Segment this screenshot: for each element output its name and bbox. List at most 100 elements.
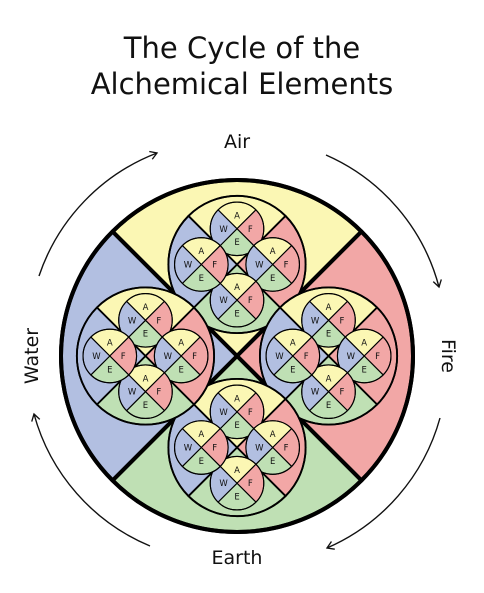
main-earth-fire-outline — [245, 420, 301, 475]
label-air: Air — [224, 131, 250, 153]
title-line-2: Alchemical Elements — [90, 67, 394, 101]
main-fire-fire-air-letter: A — [361, 339, 367, 349]
main-fire-fire-fire-letter: F — [375, 352, 380, 362]
main-water-water-water-letter: W — [92, 352, 101, 362]
main-fire-air-earth-letter: E — [326, 330, 331, 340]
main-fire-outline — [258, 286, 399, 426]
main-air-air-air-letter: A — [234, 211, 240, 221]
main-air-fire-water-letter: W — [255, 260, 264, 270]
main-air-water-outline — [173, 237, 229, 292]
main-fire-air-air-letter: A — [326, 303, 332, 313]
main-water-fire-water-letter: W — [164, 352, 173, 362]
main-air-fire-earth-letter: E — [270, 274, 275, 284]
main-air-air-water-letter: W — [219, 225, 228, 235]
main-water-fire-air-letter: A — [178, 339, 184, 349]
main-outline — [59, 178, 415, 534]
main-air-earth-outline — [209, 272, 265, 328]
main-fire-earth-earth-letter: E — [326, 401, 331, 411]
main-fire-earth-water-letter: W — [311, 388, 320, 398]
main-fire-earth-outline — [301, 364, 356, 420]
main-water-water-outline — [82, 328, 138, 384]
main-air-water-air-letter: A — [198, 247, 204, 257]
main-air-water-earth-letter: E — [199, 274, 204, 284]
label-water: Water — [21, 328, 43, 384]
arrow-water-to-air — [38, 150, 159, 277]
main-water-air-water-letter: W — [128, 316, 137, 326]
main-water-fire-fire-letter: F — [192, 352, 197, 362]
main-fire-water-earth-letter: E — [290, 365, 295, 375]
main-air-earth-earth-letter: E — [234, 310, 239, 320]
main-earth-water-earth-letter: E — [199, 457, 204, 467]
main-air-fire-air-letter: A — [270, 247, 276, 257]
main-water-outline — [75, 286, 216, 426]
main-fire-fire-water-letter: W — [347, 352, 356, 362]
main-air-earth-air-letter: A — [234, 283, 240, 293]
main-earth-air-outline — [209, 384, 265, 440]
main-water-air-earth-letter: E — [143, 330, 148, 340]
main-earth-outline — [167, 377, 307, 518]
main-water-earth-outline — [118, 364, 173, 420]
main-water-earth-water-letter: W — [128, 388, 137, 398]
main-fire-earth-air-letter: A — [326, 374, 332, 384]
main-earth-fire-air-letter: A — [270, 430, 276, 440]
main-air-earth-fire-letter: F — [248, 296, 253, 306]
main-water-air-air-letter: A — [143, 303, 149, 313]
main-earth-earth-earth-letter: E — [234, 493, 239, 503]
main-water-water-earth-letter: E — [107, 365, 112, 375]
main-wheel: AFEWAFEWAFEWAFEWAFEWAFEWAFEWAFEWAFEWAFEW… — [59, 178, 415, 534]
main-air-air-outline — [209, 201, 265, 257]
main-water-water-air-letter: A — [107, 339, 113, 349]
main-air-outline — [167, 194, 307, 335]
main-fire-air-water-letter: W — [311, 316, 320, 326]
main-fire-fire-outline — [336, 328, 392, 384]
arrow-fire-to-earth — [325, 417, 441, 550]
main-earth-air-water-letter: W — [219, 408, 228, 418]
element-wheel: AFEWAFEWAFEWAFEWAFEWAFEWAFEWAFEWAFEWAFEW… — [59, 178, 415, 534]
label-fire: Fire — [437, 339, 459, 373]
main-earth-earth-fire-letter: F — [248, 479, 253, 489]
main-fire-fire-earth-letter: E — [362, 365, 367, 375]
main-earth-earth-water-letter: W — [219, 479, 228, 489]
main-fire-water-outline — [265, 328, 321, 384]
main-water-fire-earth-letter: E — [178, 365, 183, 375]
main-water-earth-earth-letter: E — [143, 401, 148, 411]
arrow-air-to-fire — [325, 154, 442, 289]
diagram-title: The Cycle of the Alchemical Elements — [0, 30, 484, 102]
label-earth: Earth — [212, 547, 263, 569]
main-air-air-fire-letter: F — [248, 225, 253, 235]
main-earth-earth-outline — [209, 455, 265, 511]
main-water-earth-air-letter: A — [143, 374, 149, 384]
main-fire-air-outline — [301, 292, 356, 348]
main-earth-fire-earth-letter: E — [270, 457, 275, 467]
main-air-water-fire-letter: F — [212, 260, 217, 270]
cycle-arrows — [31, 150, 442, 550]
main-air-earth-water-letter: W — [219, 296, 228, 306]
main-fire-water-fire-letter: F — [304, 352, 309, 362]
main-water-fire-outline — [153, 328, 209, 384]
main-fire-water-water-letter: W — [275, 352, 284, 362]
main-water-water-fire-letter: F — [121, 352, 126, 362]
main-water-earth-fire-letter: F — [156, 388, 161, 398]
main-air-fire-fire-letter: F — [284, 260, 289, 270]
main-earth-air-air-letter: A — [234, 394, 240, 404]
main-earth-earth-air-letter: A — [234, 466, 240, 476]
main-fire-water-air-letter: A — [290, 339, 296, 349]
main-fire-earth-fire-letter: F — [339, 388, 344, 398]
